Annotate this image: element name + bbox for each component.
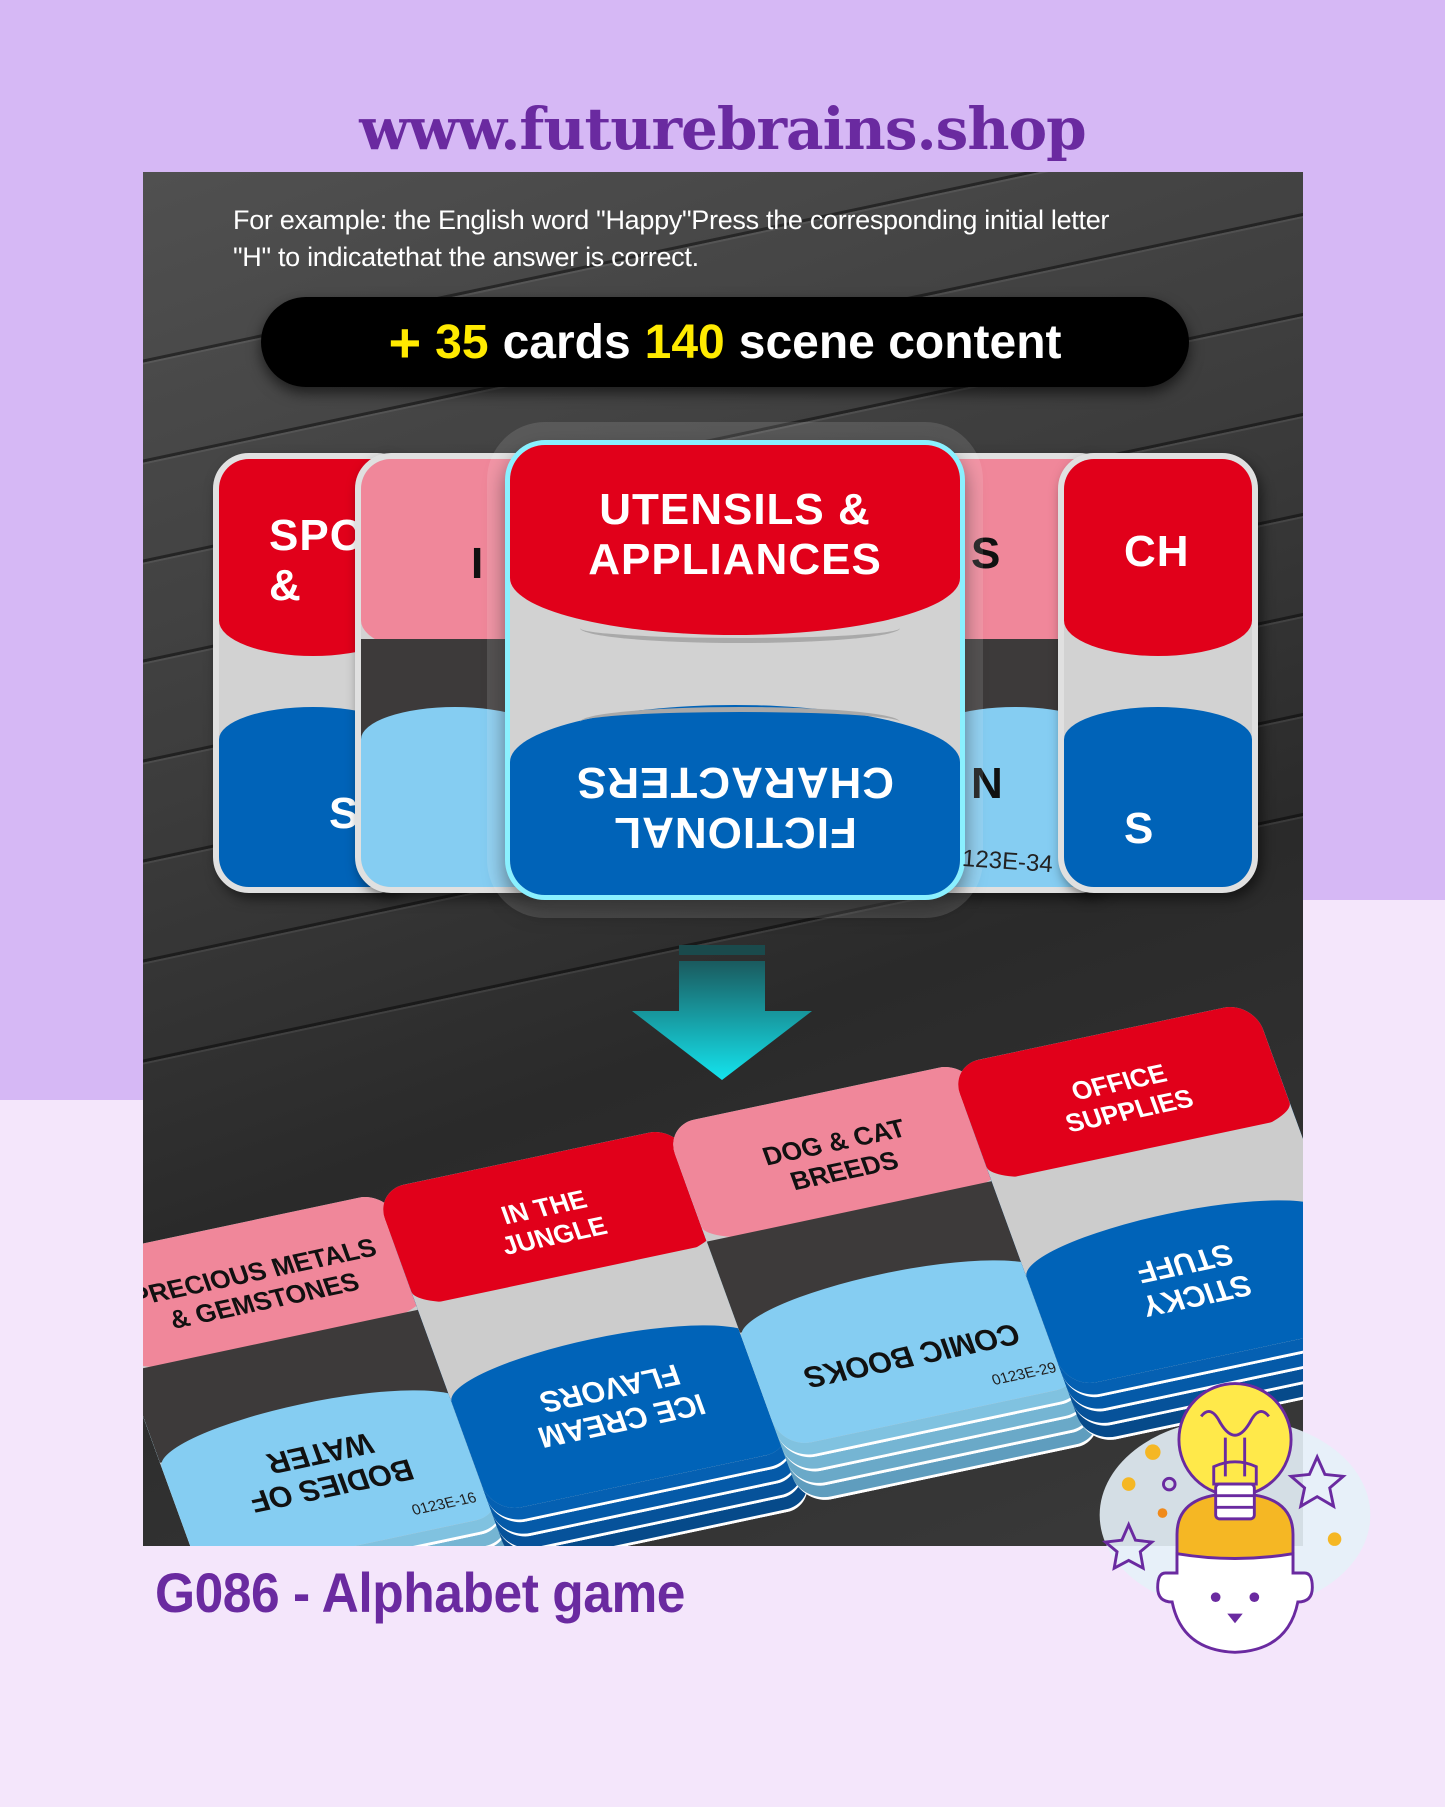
- plus-icon: +: [388, 310, 422, 374]
- cards-count-banner: + 35 cards 140 scene content: [261, 297, 1189, 387]
- card-top-text: S: [971, 529, 1002, 578]
- intro-line-1: For example: the English word "Happy"Pre…: [233, 205, 1110, 235]
- product-title: G086 - Alphabet game: [155, 1561, 686, 1624]
- cards-label: cards: [502, 315, 631, 369]
- card-top-half: [510, 445, 960, 635]
- fanned-card-far-right: CH S: [1058, 453, 1258, 893]
- lightbulb-head-mascot-icon: [1099, 1382, 1371, 1654]
- card-top-text: SPO &: [269, 511, 365, 610]
- down-arrow-icon: [632, 945, 812, 1080]
- card-bottom-text: S: [1124, 804, 1155, 853]
- scene-count: 140: [644, 315, 725, 369]
- card-bottom-text: S: [329, 789, 360, 838]
- intro-line-2: "H" to indicatethat the answer is correc…: [233, 242, 699, 272]
- site-url: www.futurebrains.shop: [359, 95, 1087, 163]
- card-category-bottom: FICTIONAL CHARACTERS: [576, 758, 894, 857]
- cards-count: 35: [435, 315, 489, 369]
- scene-label: scene content: [738, 315, 1062, 369]
- intro-text: For example: the English word "Happy"Pre…: [233, 202, 1233, 276]
- card-top-text: CH: [1124, 527, 1190, 576]
- card-category-top: UTENSILS & APPLIANCES: [588, 485, 882, 584]
- card-bottom-text: N: [971, 759, 1004, 808]
- featured-card: UTENSILS & APPLIANCES FICTIONAL CHARACTE…: [505, 440, 965, 900]
- card-top-text: I: [471, 539, 485, 588]
- left-margin-mask: [0, 1100, 143, 1560]
